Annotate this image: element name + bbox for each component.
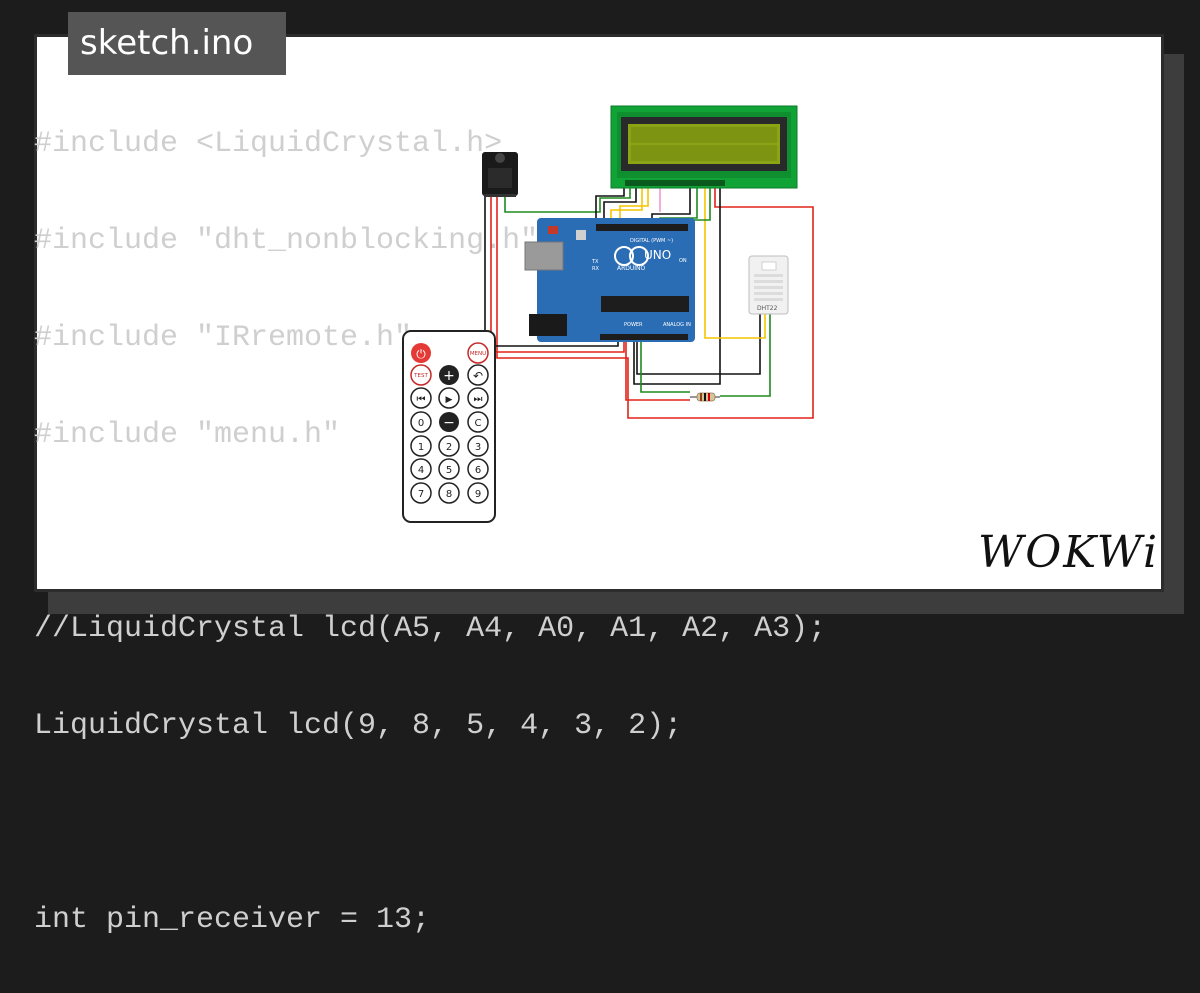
remote-back-label: ↶: [473, 369, 483, 383]
board-analog-label: ANALOG IN: [663, 322, 691, 328]
remote-minus-label: −: [443, 415, 455, 431]
wire-red: [496, 186, 814, 419]
remote-play-label: ▶: [446, 395, 453, 405]
remote-digit: 5: [446, 465, 452, 476]
remote-digit: 3: [475, 442, 481, 453]
wire-red: [625, 337, 690, 401]
code-line: #include <LiquidCrystal.h>: [34, 127, 503, 161]
wire-black: [633, 186, 721, 385]
remote-digit: 1: [418, 442, 424, 453]
wire-black: [636, 313, 761, 375]
wire-green: [640, 337, 690, 393]
code-line: LiquidCrystal lcd(9, 8, 5, 4, 3, 2);: [34, 709, 683, 743]
circuit-diagram: UNO ARDUINO DIGITAL (PWM ~) POWER ANALOG…: [402, 105, 1159, 578]
logo-text: WOKWi: [978, 527, 1159, 578]
wire-yellow: [610, 186, 643, 224]
remote-digit: 9: [475, 489, 481, 500]
sensor-label: DHT22: [757, 305, 778, 312]
remote-rewind-label: ⏮: [417, 394, 426, 405]
wires: [484, 186, 814, 419]
remote-zero-label: 0: [418, 418, 424, 429]
resistor: [690, 392, 720, 402]
board-power-label: POWER: [624, 322, 643, 328]
wire-yellow: [619, 186, 649, 224]
board-on-label: ON: [679, 258, 687, 264]
wire-green: [720, 313, 771, 397]
remote-menu-label: MENU: [470, 351, 486, 357]
wire-black: [595, 186, 625, 224]
board-tx-label: TX: [591, 259, 599, 265]
remote-digit: 8: [446, 489, 452, 500]
wire-yellow: [704, 186, 766, 339]
remote-digit: 2: [446, 442, 452, 453]
arduino-board: UNO ARDUINO DIGITAL (PWM ~) POWER ANALOG…: [524, 218, 695, 342]
remote-forward-label: ⏭: [474, 394, 483, 405]
sketch-title: sketch.ino: [68, 12, 286, 75]
wire-green: [504, 186, 631, 213]
remote-digit: 4: [418, 465, 424, 476]
remote-clear-label: C: [475, 418, 482, 429]
ir-receiver: [482, 152, 518, 197]
wire-black: [603, 186, 637, 224]
remote-digit: 6: [475, 465, 481, 476]
dht22-sensor: DHT22: [748, 255, 789, 315]
board-header-label: DIGITAL (PWM ~): [630, 238, 673, 244]
remote-test-label: TEST: [413, 373, 428, 379]
code-line: [34, 799, 826, 848]
code-line: #include "dht_nonblocking.h": [34, 224, 539, 258]
remote-plus-label: +: [443, 368, 455, 384]
lcd-display: [610, 105, 798, 189]
board-model: UNO: [644, 248, 671, 262]
ir-remote: ⏻ MENU TEST + ↶ ⏮ ▶ ⏭ 0 − C 1 2 3 4 5 6 …: [402, 330, 496, 523]
remote-power-label: ⏻: [416, 347, 426, 361]
wokwi-logo: WOKWi: [978, 527, 1159, 578]
board-rx-label: RX: [592, 266, 599, 272]
board-brand: ARDUINO: [617, 265, 646, 272]
wire-red: [490, 195, 625, 353]
code-line: #include "menu.h": [34, 418, 341, 452]
code-line: #include "IRremote.h": [34, 321, 413, 355]
code-line: int pin_receiver = 13;: [34, 903, 431, 937]
remote-digit: 7: [418, 489, 424, 500]
power-button-icon: [411, 343, 431, 363]
